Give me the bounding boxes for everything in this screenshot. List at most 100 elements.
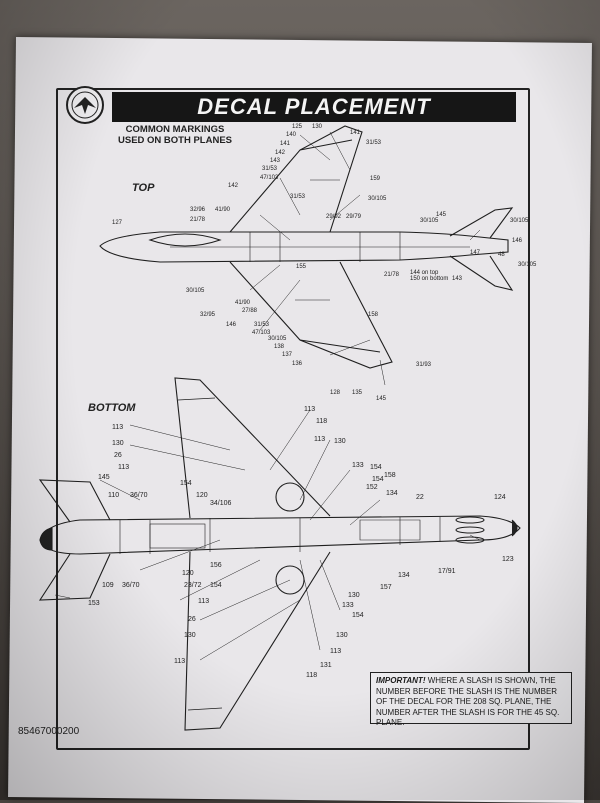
callout: 47/103 [252,330,271,336]
callout: 48 [498,252,505,258]
callout: 135 [352,390,363,396]
callout: 109 [102,582,114,589]
common-markings-line1: COMMON MARKINGS [125,124,225,135]
callout: 30/105 [518,262,537,268]
callout: 27/88 [242,308,258,314]
callout: 133 [352,462,364,469]
callout: 131 [320,662,332,669]
callout: 145 [436,212,447,218]
callout: 134 [398,572,410,579]
callout: 29/92 [326,214,342,220]
callout: 31/53 [366,140,382,146]
callout: 120 [182,570,194,577]
callout: 140 [286,132,297,138]
callout: 118 [306,672,318,679]
callout: 34/106 [210,500,232,507]
callout: 137 [282,352,293,358]
note-lead: IMPORTANT! [376,676,426,685]
page-title: DECAL PLACEMENT [112,92,516,122]
callout: 113 [198,598,210,605]
callout: 125 [292,124,303,130]
callout: 30/105 [368,196,387,202]
callout: 159 [370,176,381,182]
callout: 133 [342,602,354,609]
callout: 113 [314,436,326,443]
callout: 154 [372,476,384,483]
callout: 141 [350,130,361,136]
callout: 145 [376,396,387,402]
callout: 26 [114,452,122,459]
callout: 142 [275,150,286,156]
bottom-view-label: BOTTOM [88,402,136,414]
callout: 130 [312,124,323,130]
callout: 32/95 [200,312,216,318]
callout: 154 [370,464,382,471]
callout: 144 on top [410,270,439,276]
callout: 143 [270,158,281,164]
callout: 22 [416,494,424,501]
callout: 23/72 [184,582,202,589]
bottom-view-aircraft [38,377,521,731]
callout: 110 [108,492,120,499]
callout: 154 [352,612,364,619]
callout: 134 [386,490,398,497]
callout: 158 [384,472,396,479]
top-view-label: TOP [132,182,155,194]
callout: 124 [494,494,506,501]
callout: 130 [112,440,124,447]
callout: 30/105 [186,288,205,294]
callout-leader-lines [54,131,481,661]
callout: 31/53 [262,166,278,172]
callout: 41/90 [215,207,231,213]
callout: 30/105 [510,218,529,224]
callout: 31/93 [416,362,432,368]
callout: 152 [366,484,378,491]
common-markings-heading: COMMON MARKINGS USED ON BOTH PLANES [118,124,232,146]
callout: 21/78 [190,217,206,223]
callout: 113 [174,658,186,665]
callout: 21/78 [384,272,400,278]
callout: 113 [118,464,130,471]
callout: 153 [88,600,100,607]
callout: 156 [210,562,222,569]
callout: 145 [98,474,110,481]
callout: 155 [296,264,307,270]
note-text: WHERE A SLASH IS SHOWN, THE NUMBER BEFOR… [376,676,560,727]
callout: 26 [188,616,196,623]
callout: 36/70 [130,492,148,499]
part-number: 85467000200 [18,726,80,737]
callout: 128 [330,390,341,396]
callout: 120 [196,492,208,499]
callout: 30/105 [268,336,287,342]
callout: 138 [274,344,285,350]
callout: 30/105 [420,218,439,224]
callout: 130 [336,632,348,639]
callout: 29/79 [346,214,362,220]
callout: 147 [470,250,481,256]
callout: 142 [228,183,239,189]
callout: 158 [368,312,379,318]
callout: 32/96 [190,207,206,213]
callout: 113 [304,406,316,413]
callout: 130 [348,592,360,599]
callout: 113 [112,424,124,431]
callout: 31/53 [290,194,306,200]
important-note-box: IMPORTANT! WHERE A SLASH IS SHOWN, THE N… [370,672,572,727]
callout: 157 [380,584,392,591]
callout: 113 [330,648,342,655]
callout: 127 [112,220,123,226]
callout: 41/90 [235,300,251,306]
callout: 118 [316,418,328,425]
callout: 146 [512,238,523,244]
callout: 31/53 [254,322,270,328]
top-view-aircraft [99,125,514,369]
callout: 130 [184,632,196,639]
callout: 154 [180,480,192,487]
callout: 123 [502,556,514,563]
common-markings-line2: USED ON BOTH PLANES [118,135,233,146]
callout: 36/70 [122,582,140,589]
callout: 146 [226,322,237,328]
callout: 143 [452,276,463,282]
brand-logo-icon [66,86,104,124]
